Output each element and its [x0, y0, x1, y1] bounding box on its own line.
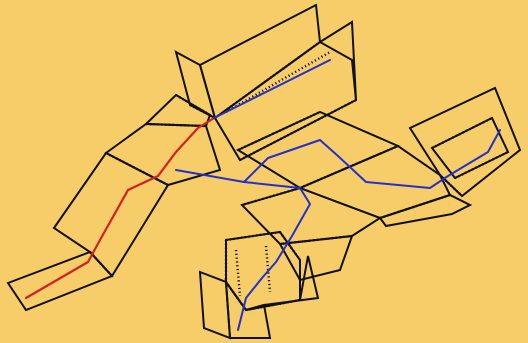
blue-route-line-spur: [237, 181, 311, 331]
panel-lower-fan: [240, 186, 383, 246]
panel-upper-box-side: [319, 20, 357, 101]
blue-route-line-main: [213, 59, 331, 119]
panel-lower-hinge: [278, 234, 354, 282]
panel-upper-box-top: [213, 40, 358, 162]
panel-ramp-lower: [52, 151, 170, 278]
panel-ramp-mid: [104, 122, 222, 187]
seam-5: [189, 103, 216, 120]
seam-8: [239, 98, 357, 162]
panel-column-front: [224, 278, 272, 339]
seam-22: [264, 245, 272, 293]
seam-2: [105, 151, 169, 187]
blue-route-line-cross: [175, 129, 501, 189]
seam-23: [234, 249, 242, 297]
seam-12: [241, 186, 301, 207]
seam-4: [175, 93, 211, 117]
seam-17: [225, 230, 281, 242]
panel-right-box: [408, 86, 522, 198]
panel-strip-bottom-left: [6, 250, 114, 312]
panel-right-arm: [378, 193, 473, 228]
seam-19: [245, 298, 301, 312]
panel-fin-left: [174, 50, 217, 120]
panel-right-box-inner: [430, 116, 510, 180]
seam-14: [439, 174, 463, 197]
panel-outlines: [6, 3, 522, 340]
red-route-line: [24, 116, 216, 300]
seam-11: [379, 193, 451, 220]
seam-1: [89, 251, 113, 277]
seam-13: [279, 234, 353, 246]
seam-7: [225, 50, 331, 114]
seam-6: [214, 41, 321, 119]
panel-fin-tall: [198, 3, 322, 120]
seam-3: [145, 122, 207, 128]
panel-center-diamond: [235, 110, 401, 190]
